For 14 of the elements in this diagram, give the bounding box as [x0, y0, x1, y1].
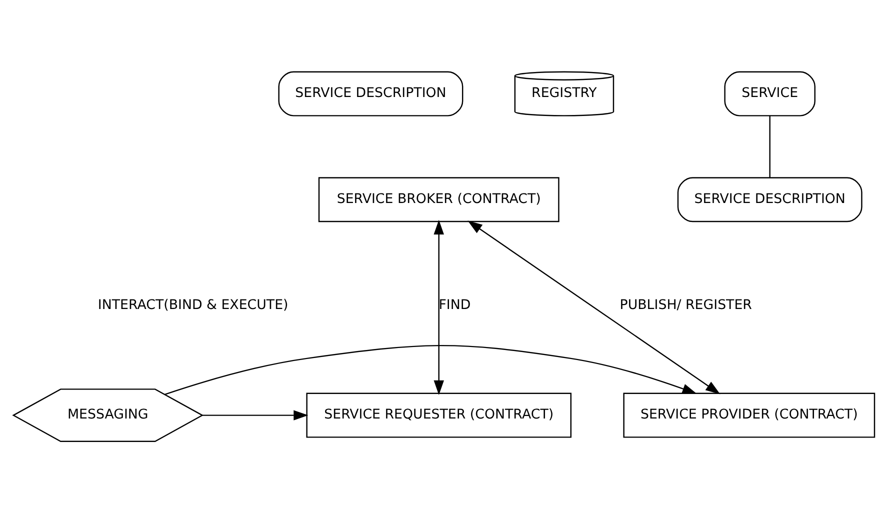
arrow — [434, 220, 444, 395]
edge-label: FIND — [438, 298, 471, 313]
label: INTERACT(BIND & EXECUTE) — [98, 298, 288, 313]
arrow — [468, 220, 720, 394]
node-box: SERVICE REQUESTER (CONTRACT) — [306, 392, 572, 438]
connector — [769, 116, 770, 178]
node-box: SERVICE BROKER (CONTRACT) — [318, 177, 560, 222]
node-box: SERVICE PROVIDER (CONTRACT) — [623, 392, 876, 438]
node-box: SERVICE DESCRIPTION — [677, 177, 862, 222]
node-box: SERVICE — [724, 71, 816, 116]
edge-label: PUBLISH/ REGISTER — [620, 298, 752, 313]
node-box: SERVICE DESCRIPTION — [278, 71, 464, 116]
arrow — [202, 410, 308, 420]
arrow — [164, 344, 697, 395]
